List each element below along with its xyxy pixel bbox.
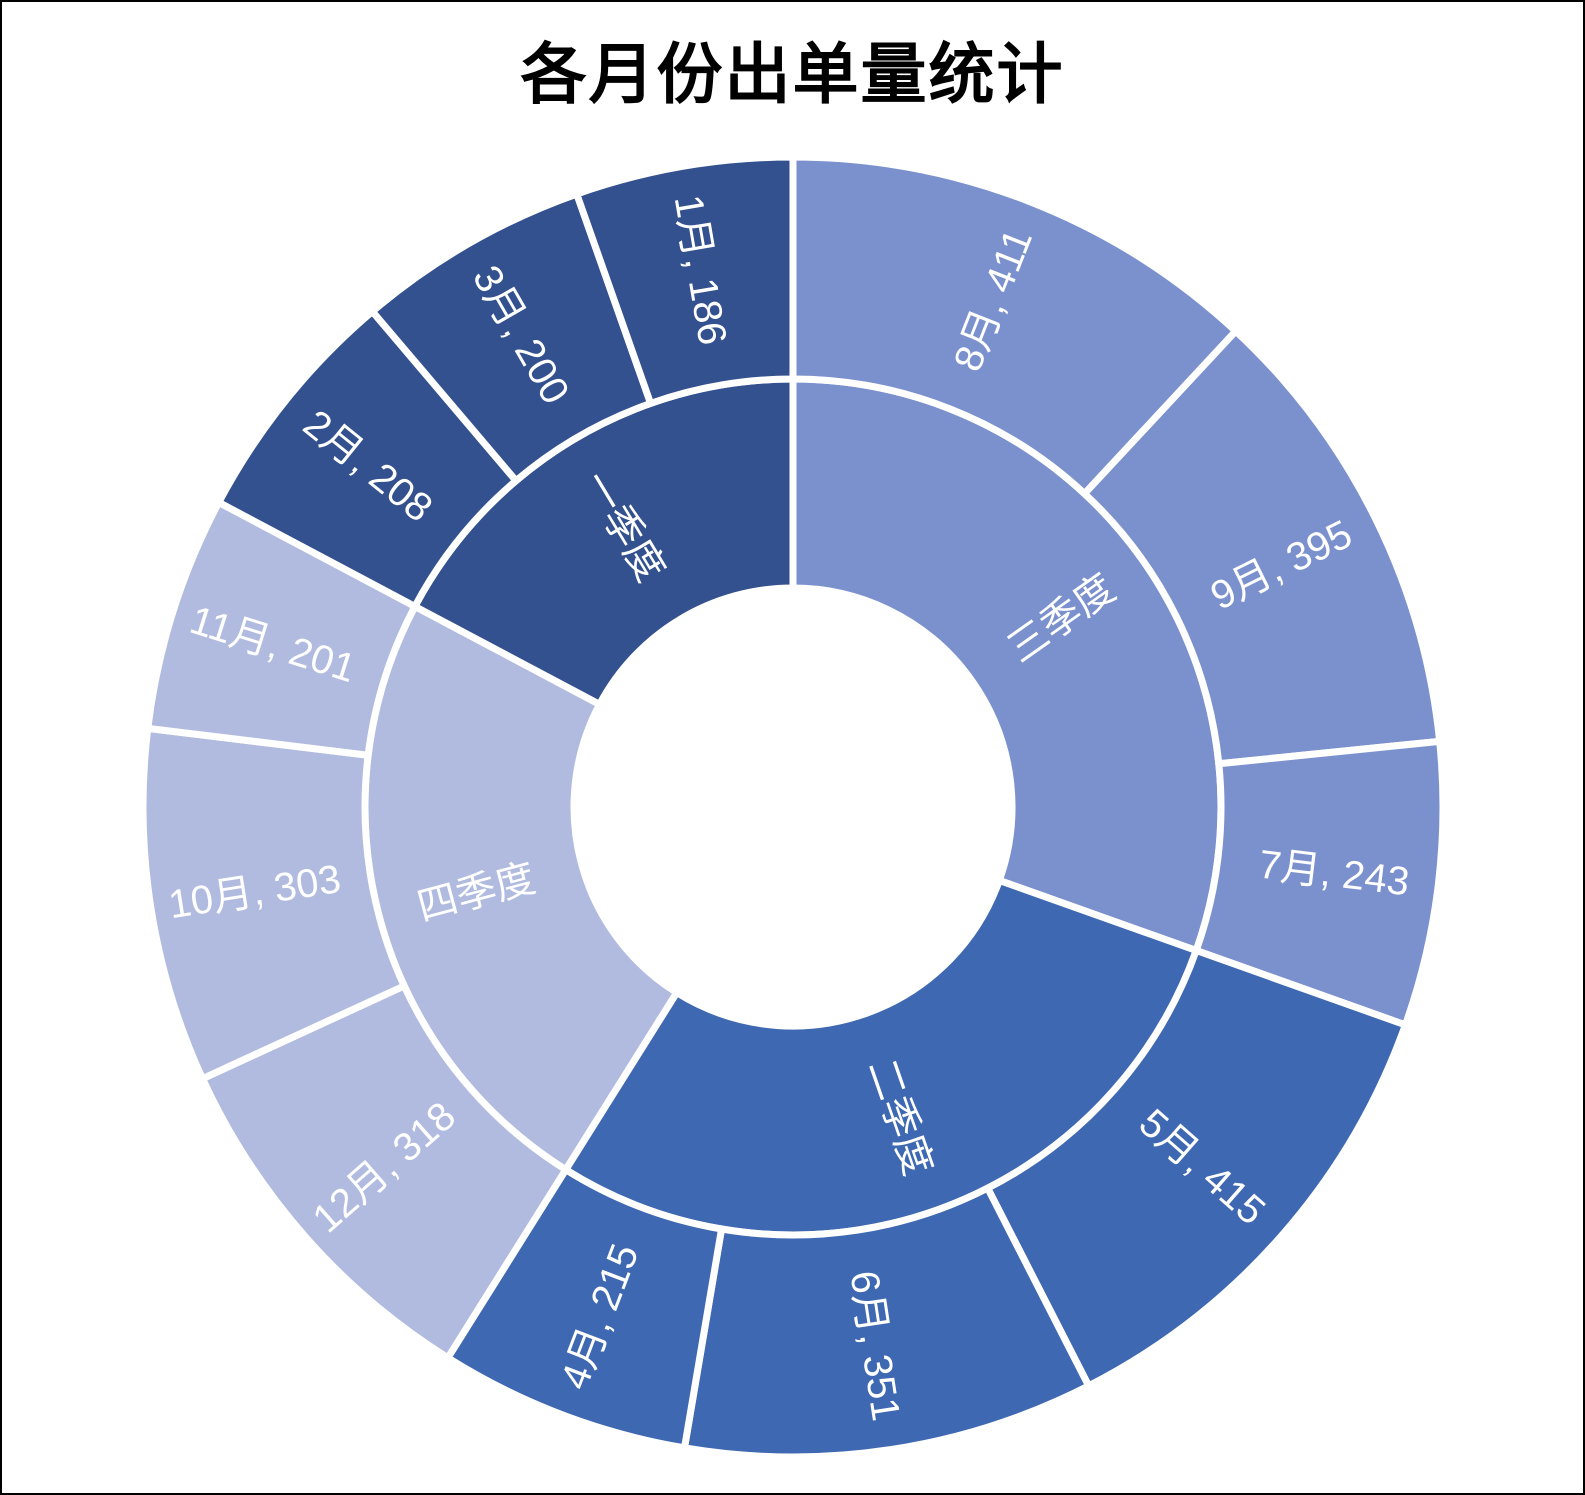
m9-segment [1079,326,1444,768]
chart-title: 各月份出单量统计 [520,37,1065,111]
m1-segment [572,153,797,408]
m5-segment [982,946,1410,1391]
